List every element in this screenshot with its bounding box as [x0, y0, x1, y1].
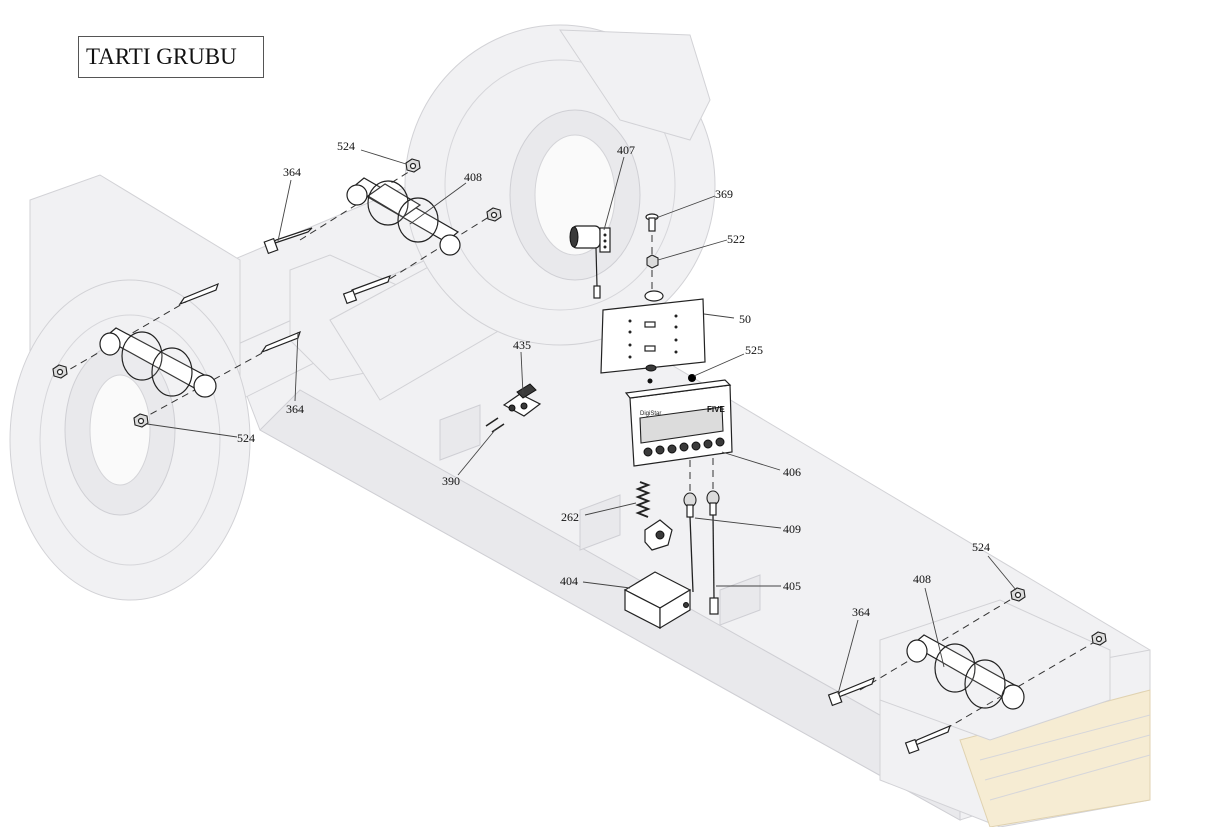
callout-50: 50	[739, 312, 751, 326]
callout-407: 407	[617, 143, 635, 157]
callout-404: 404	[560, 574, 578, 588]
indicator-brand: DigiStar	[640, 411, 661, 417]
part-409-405-cables	[683, 490, 720, 615]
indicator-model: FIVE	[707, 405, 725, 414]
part-404-junction-box	[623, 571, 692, 630]
callout-409: 409	[783, 522, 801, 536]
callout-369: 369	[715, 187, 733, 201]
callout-524-upper: 524	[337, 139, 355, 153]
part-262-spring	[635, 481, 673, 551]
diagram-title: TARTI GRUBU	[78, 36, 264, 78]
callout-364-right: 364	[852, 605, 870, 619]
callout-524-right: 524	[972, 540, 990, 554]
callout-408-upper: 408	[464, 170, 482, 184]
ghost-bracket-lower-right	[879, 599, 1111, 741]
callout-405: 405	[783, 579, 801, 593]
load-pin-left	[52, 282, 301, 428]
callout-406: 406	[783, 465, 801, 479]
part-407-bracket	[569, 225, 611, 299]
callout-390: 390	[442, 474, 460, 488]
load-pin-lower-right	[827, 587, 1107, 755]
callout-262: 262	[561, 510, 579, 524]
callout-408-right: 408	[913, 572, 931, 586]
callout-435: 435	[513, 338, 531, 352]
callout-364-upper: 364	[283, 165, 301, 179]
ghost-wheel-left	[9, 279, 251, 601]
ghost-wheel-upper	[404, 24, 716, 346]
part-406-indicator: DigiStar FIVE	[624, 379, 733, 492]
load-pin-upper	[263, 158, 502, 305]
callout-524-left: 524	[237, 431, 255, 445]
part-435-390	[485, 383, 542, 433]
callout-522: 522	[727, 232, 745, 246]
leader-lines	[146, 149, 1017, 695]
callout-525: 525	[745, 343, 763, 357]
callout-364-left: 364	[286, 402, 304, 416]
